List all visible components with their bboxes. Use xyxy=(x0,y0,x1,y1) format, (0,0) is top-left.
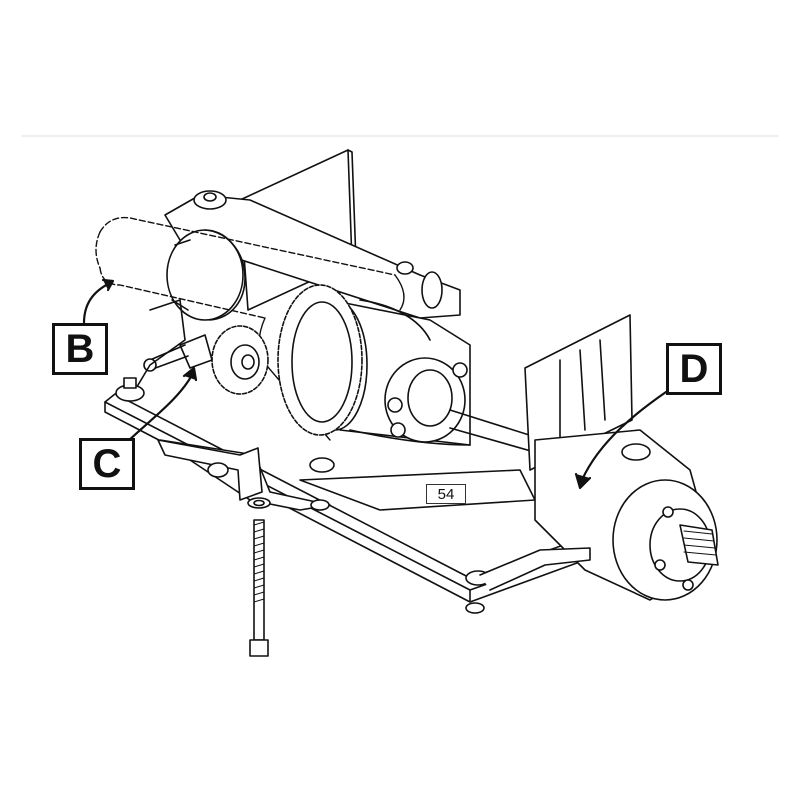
left-mount xyxy=(115,299,186,402)
side-plate-right xyxy=(524,314,633,471)
right-lower-arm xyxy=(479,547,591,591)
left-drum xyxy=(166,229,246,321)
upper-housing xyxy=(164,190,461,319)
gearbox-housing xyxy=(534,429,719,601)
small-sprocket xyxy=(143,325,269,395)
long-bolt xyxy=(247,497,271,657)
part-number-label: 54 xyxy=(426,484,466,504)
mounting-bracket xyxy=(157,439,263,501)
callout-b: B xyxy=(52,323,108,375)
callout-c: C xyxy=(79,438,135,490)
callout-d: D xyxy=(666,343,722,395)
callout-b-leader xyxy=(82,278,115,325)
output-hub xyxy=(384,357,546,456)
callout-d-leader xyxy=(574,390,668,490)
callout-c-leader xyxy=(124,366,198,445)
large-sprocket xyxy=(277,284,363,436)
